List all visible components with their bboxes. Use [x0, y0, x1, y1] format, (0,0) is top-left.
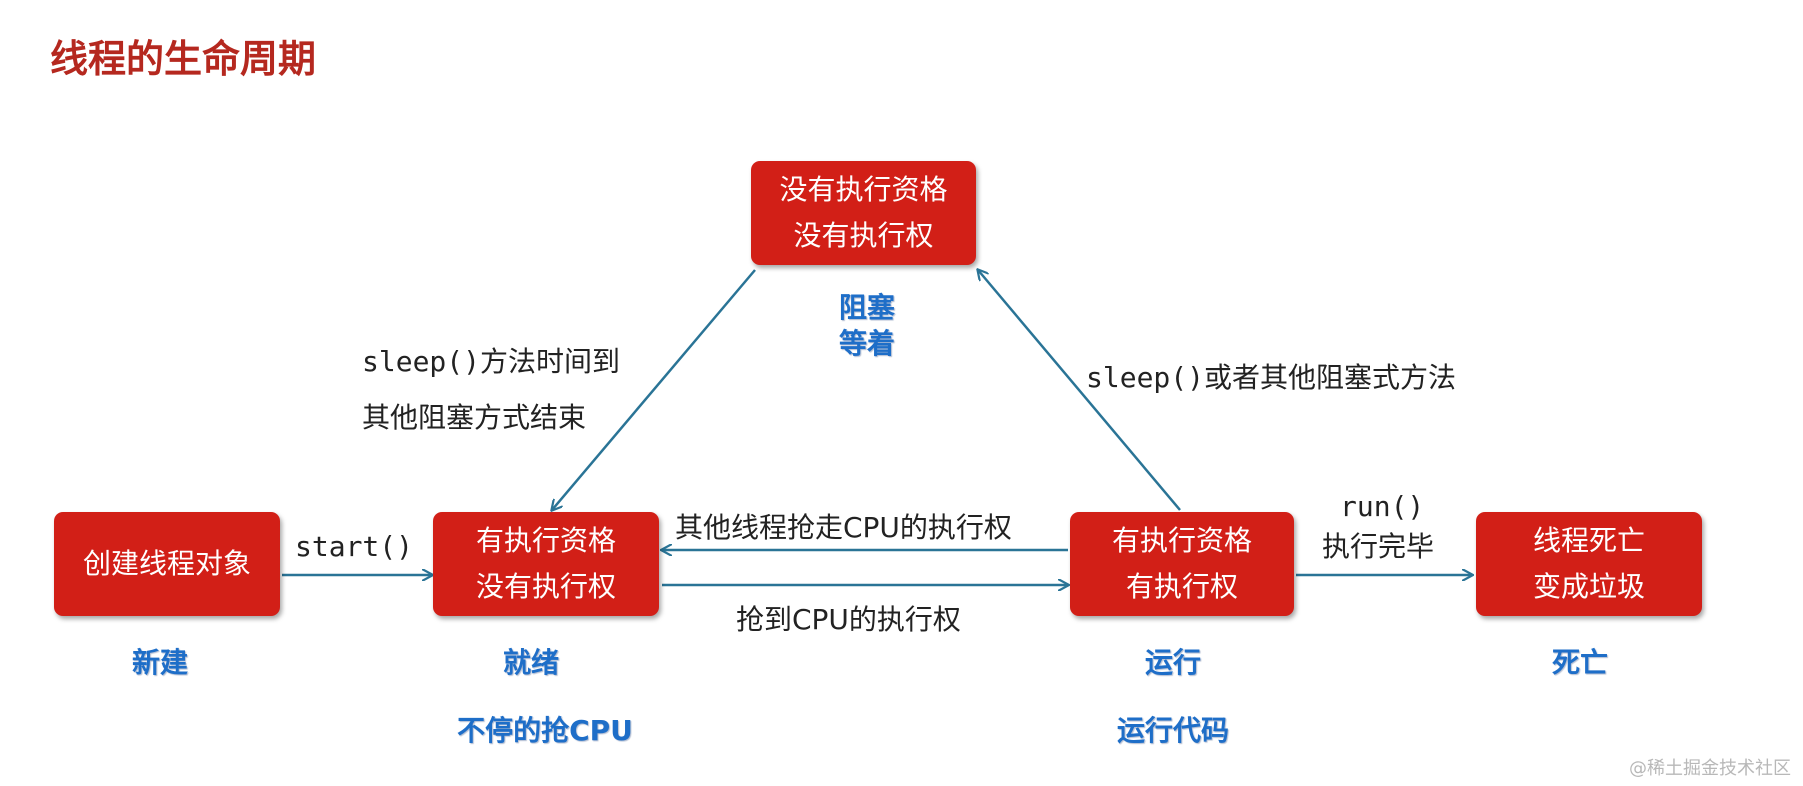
node-ready-line2: 没有执行权: [475, 570, 616, 603]
state-blocked: 阻塞 等着: [822, 290, 912, 362]
label-running-to-dead-line1: run(): [1340, 490, 1425, 523]
node-blocked-line2: 没有执行权: [793, 219, 934, 252]
label-start: start(): [295, 530, 414, 563]
state-new: 新建: [131, 646, 188, 679]
node-running: 有执行资格 有执行权: [1070, 512, 1294, 616]
watermark: @稀土掘金技术社区: [1629, 758, 1791, 779]
node-blocked: 没有执行资格 没有执行权: [751, 161, 976, 265]
node-blocked-line1: 没有执行资格: [779, 173, 948, 206]
node-ready: 有执行资格 没有执行权: [433, 512, 659, 616]
label-blocked-to-ready-line1: sleep()方法时间到: [362, 340, 620, 380]
label-running-to-dead-line2: 执行完毕: [1322, 530, 1435, 563]
label-blocked-to-ready-text1: sleep()方法时间到: [362, 345, 621, 378]
state-dead: 死亡: [1551, 646, 1608, 679]
state-ready: 就绪: [502, 646, 559, 679]
node-dead: 线程死亡 变成垃圾: [1476, 512, 1702, 616]
edge-blocked-to-ready: [552, 269, 756, 510]
state-blocked-line2: 等着: [838, 327, 895, 360]
label-ready-to-running: 抢到CPU的执行权: [736, 603, 961, 636]
edge-running-to-blocked: [978, 270, 1181, 511]
state-blocked-line1: 阻塞: [838, 291, 895, 324]
node-new: 创建线程对象: [54, 512, 280, 616]
node-running-line2: 有执行权: [1125, 570, 1238, 603]
page-title: 线程的生命周期: [50, 37, 317, 81]
label-running-to-ready: 其他线程抢走CPU的执行权: [675, 511, 1012, 544]
state-running: 运行: [1144, 646, 1201, 679]
state-ready-desc: 不停的抢CPU: [457, 714, 633, 747]
node-running-line1: 有执行资格: [1111, 524, 1252, 557]
node-new-line1: 创建线程对象: [82, 547, 251, 580]
node-ready-line1: 有执行资格: [475, 524, 616, 557]
state-running-desc: 运行代码: [1116, 714, 1229, 747]
node-dead-line1: 线程死亡: [1532, 524, 1645, 557]
label-blocked-to-ready-line2: 其他阻塞方式结束: [362, 401, 587, 434]
node-dead-line2: 变成垃圾: [1532, 570, 1645, 603]
label-running-to-blocked: sleep()或者其他阻塞式方法: [1086, 356, 1456, 396]
label-running-to-blocked-text: sleep()或者其他阻塞式方法: [1086, 361, 1457, 394]
